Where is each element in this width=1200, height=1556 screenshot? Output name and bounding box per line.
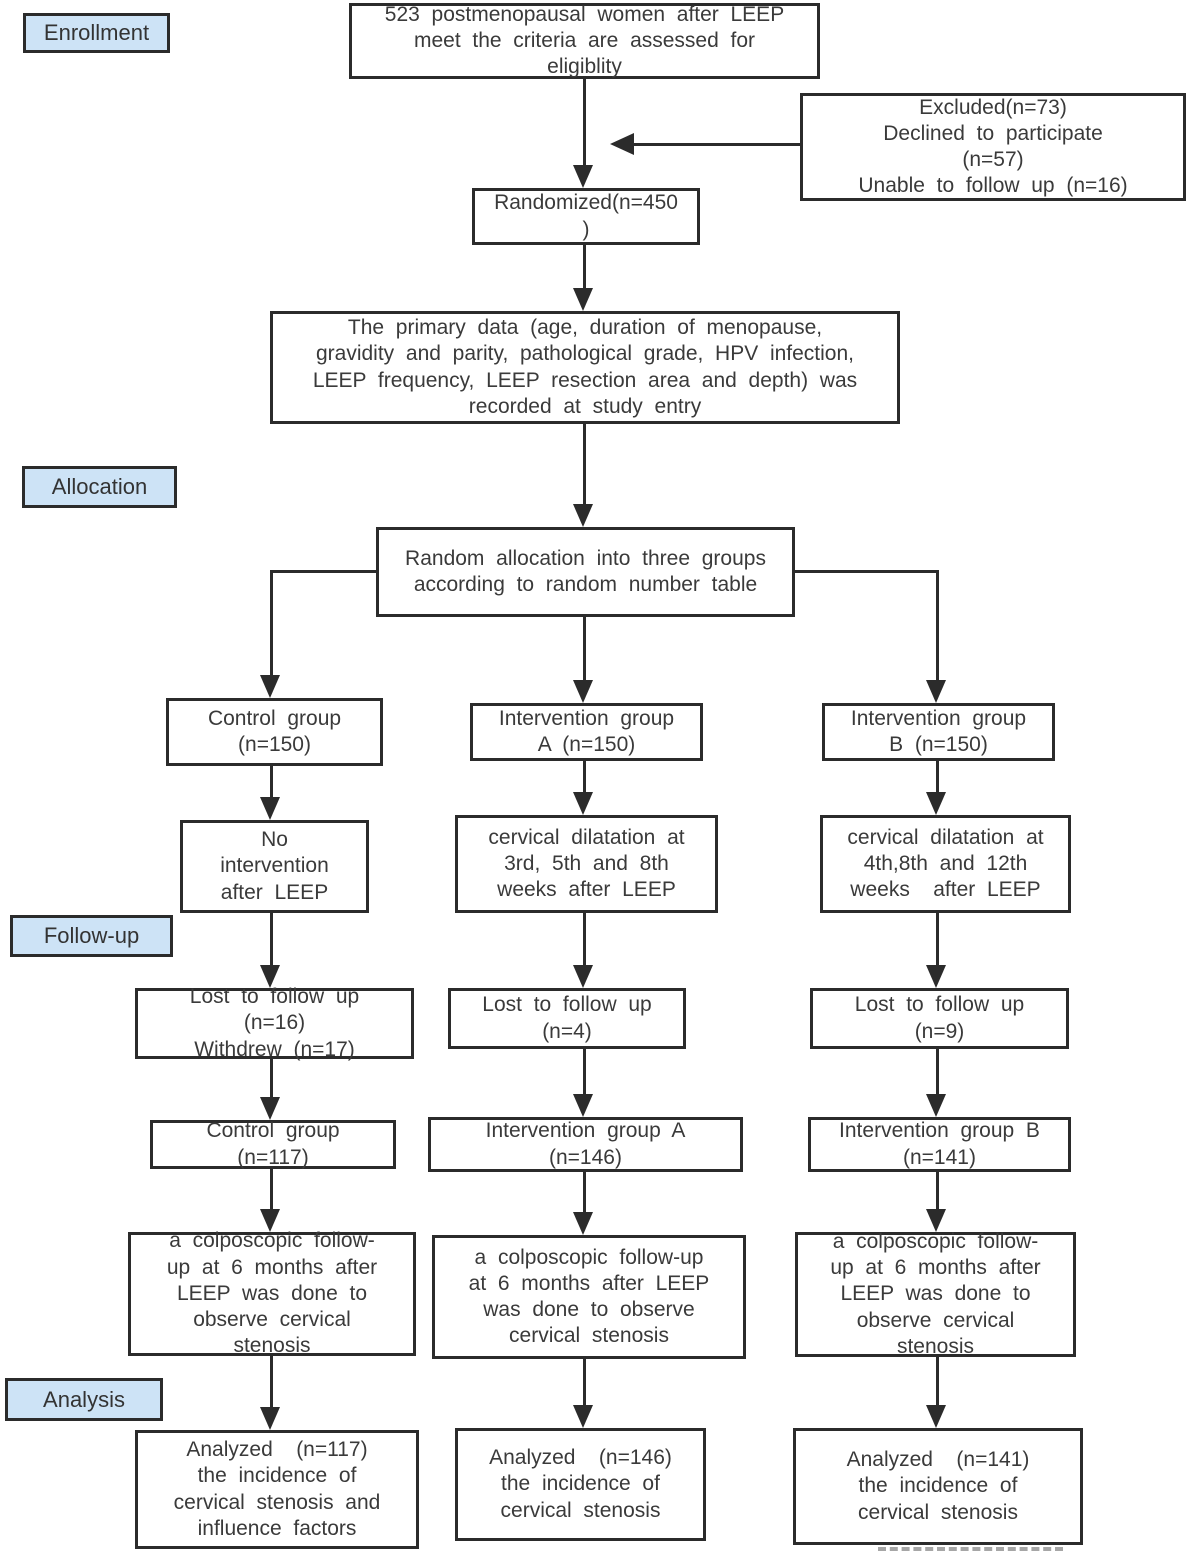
connector-lost-resulta-line [583,1048,586,1094]
connector-resultcontrol-colpo-line [270,1168,273,1209]
box-lost-control: Lost to follow up (n=16) Withdrew (n=17) [135,985,414,1061]
connector-randomized-primary-line [583,245,586,290]
arrowhead-down-intervention-b [926,680,946,703]
arrowhead-down-random-allocation [573,504,593,527]
arrowhead-down-no-intervention [260,797,280,820]
arrowhead-down-analyzed-control [260,1407,280,1430]
box-dilatation-b: cervical dilatation at 4th,8th and 12th … [820,815,1071,913]
stage-label-followup: Follow-up [10,915,173,957]
arrowhead-down-result-control [260,1097,280,1120]
box-result-control: Control group (n=117) [150,1119,396,1169]
connector-branch-middle-vertical [583,616,586,682]
connector-branch-right-horizontal [794,570,939,573]
connector-eligibility-randomized-line [583,79,586,167]
connector-control-nointervention-line [270,765,273,797]
connector-excluded-line [634,143,800,146]
box-dilatation-a: cervical dilatation at 3rd, 5th and 8th … [455,815,718,913]
box-control-group: Control group (n=150) [166,698,383,766]
box-colposcopic-a: a colposcopic follow-up at 6 months afte… [432,1235,746,1359]
arrowhead-down-control-group [260,675,280,698]
connector-branch-left-vertical [270,570,273,675]
connector-resultb-colpo-line [936,1171,939,1209]
arrowhead-down-primary-data [573,288,593,311]
arrowhead-down-colpo-b [926,1209,946,1232]
connector-nointervention-lost-line [270,912,273,965]
arrowhead-down-result-b [926,1094,946,1117]
box-no-intervention: No intervention after LEEP [180,820,369,913]
arrowhead-down-lost-a [573,965,593,988]
stage-label-allocation: Allocation [22,466,177,508]
box-result-a: Intervention group A (n=146) [428,1117,743,1172]
connector-colpo-analyzedcontrol-line [270,1355,273,1407]
connector-groupb-dilatationb-line [936,760,939,792]
connector-dilatationb-lost-line [936,912,939,965]
arrowhead-down-dilatation-b [926,792,946,815]
arrowhead-down-lost-control [260,965,280,988]
arrowhead-down-dilatation-a [573,792,593,815]
box-excluded: Excluded(n=73) Declined to participate (… [800,93,1186,201]
connector-branch-left-horizontal [270,570,377,573]
box-lost-a: Lost to follow up (n=4) [448,988,686,1049]
connector-branch-right-vertical [936,570,939,680]
arrowhead-down-result-a [573,1094,593,1117]
arrowhead-left-excluded [610,133,634,155]
box-result-b: Intervention group B (n=141) [808,1117,1071,1172]
stage-label-analysis: Analysis [5,1378,163,1421]
arrowhead-down-analyzed-a [573,1405,593,1428]
connector-lost-resultcontrol-line [270,1058,273,1097]
box-analyzed-control: Analyzed (n=117) the incidence of cervic… [135,1430,419,1549]
box-primary-data: The primary data (age, duration of menop… [270,311,900,424]
connector-primary-allocation-line [583,424,586,505]
arrowhead-down-colpo-control [260,1209,280,1232]
box-intervention-group-b: Intervention group B (n=150) [822,703,1055,761]
arrowhead-down-randomized [573,165,593,188]
connector-colpo-analyzedb-line [936,1357,939,1405]
connector-lost-resultb-line [936,1048,939,1094]
box-random-allocation: Random allocation into three groups acco… [376,527,795,617]
box-eligibility: 523 postmenopausal women after LEEP meet… [349,3,820,79]
scan-artifact-dashes [878,1547,1063,1551]
box-analyzed-a: Analyzed (n=146) the incidence of cervic… [455,1428,706,1541]
arrowhead-down-intervention-a [573,680,593,703]
box-lost-b: Lost to follow up (n=9) [810,988,1069,1049]
connector-groupa-dilatationa-line [583,760,586,792]
stage-label-enrollment: Enrollment [23,13,170,53]
box-colposcopic-b: a colposcopic follow- up at 6 months aft… [795,1230,1076,1358]
connector-resulta-colpo-line [583,1171,586,1212]
arrowhead-down-analyzed-b [926,1405,946,1428]
box-analyzed-b: Analyzed (n=141) the incidence of cervic… [793,1428,1083,1545]
box-colposcopic-control: a colposcopic follow- up at 6 months aft… [128,1229,416,1357]
box-randomized: Randomized(n=450 ) [472,188,700,245]
arrowhead-down-lost-b [926,965,946,988]
arrowhead-down-colpo-a [573,1212,593,1235]
box-intervention-group-a: Intervention group A (n=150) [470,703,703,761]
connector-dilatationa-lost-line [583,912,586,965]
connector-colpo-analyzeda-line [583,1358,586,1405]
